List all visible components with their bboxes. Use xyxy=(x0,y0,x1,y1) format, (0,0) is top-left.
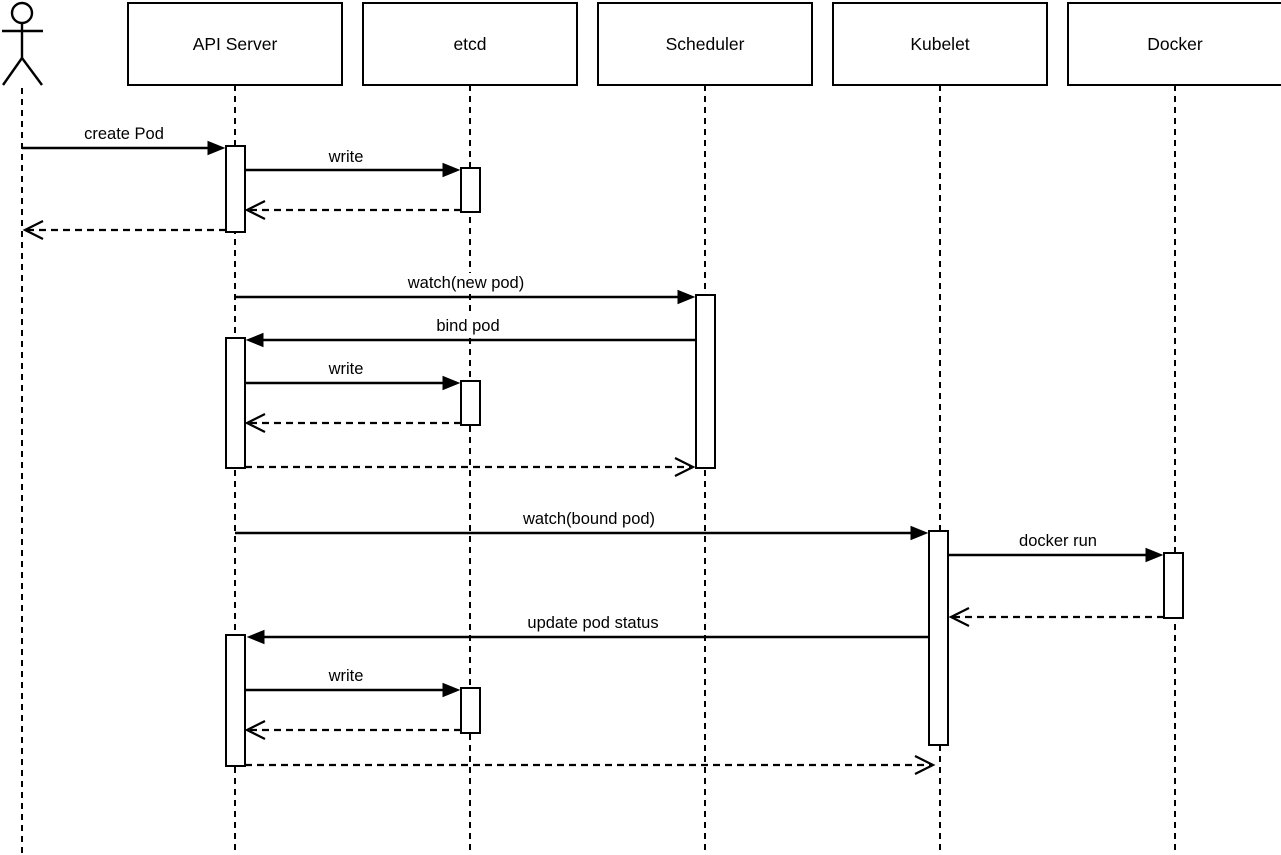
message-label-watch-new-pod: watch(new pod) xyxy=(407,274,524,292)
message-arrowhead-watch-bound-pod xyxy=(910,525,929,541)
message-label-write-1: write xyxy=(328,148,364,166)
message-label-docker-run: docker run xyxy=(1019,532,1097,550)
participant-label-api-server: API Server xyxy=(193,34,278,54)
message-label-bg-write-1 xyxy=(325,147,366,167)
actor-figure-user xyxy=(2,1,43,86)
activation-bar-docker-1 xyxy=(1163,552,1184,619)
message-arrowhead-return-docker-run xyxy=(948,607,970,627)
message-arrowhead-return-write-3 xyxy=(244,720,266,740)
activation-bar-etcd-3 xyxy=(460,687,481,734)
message-arrowhead-return-bind-pod xyxy=(674,457,696,477)
message-arrowhead-watch-new-pod xyxy=(677,289,696,305)
message-arrowhead-bind-pod xyxy=(245,332,264,348)
actor-leg-left xyxy=(2,57,23,86)
message-label-bg-watch-bound-pod xyxy=(519,509,658,529)
message-label-bg-update-pod-status xyxy=(525,613,661,633)
message-label-watch-bound-pod: watch(bound pod) xyxy=(522,510,655,528)
message-arrowhead-docker-run xyxy=(1145,547,1164,563)
message-label-write-3: write xyxy=(328,667,364,685)
message-label-update-pod-status: update pod status xyxy=(527,614,658,632)
message-label-bg-watch-new-pod xyxy=(404,273,527,293)
participant-box-etcd xyxy=(362,2,578,86)
message-label-bg-write-2 xyxy=(325,359,366,379)
message-arrowhead-write-2 xyxy=(442,375,461,391)
activation-bar-scheduler-1 xyxy=(695,294,716,469)
participant-label-docker: Docker xyxy=(1147,34,1203,54)
participant-box-kubelet xyxy=(832,2,1048,86)
activation-bar-api-3 xyxy=(225,634,246,767)
activation-bar-api-2 xyxy=(225,337,246,469)
message-arrowhead-return-create-pod xyxy=(22,220,44,240)
message-label-bg-write-3 xyxy=(325,666,366,686)
activation-bar-kubelet-1 xyxy=(928,530,949,746)
message-arrowhead-write-1 xyxy=(442,162,461,178)
actor-head xyxy=(10,1,34,25)
message-label-create-pod: create Pod xyxy=(84,125,164,143)
message-label-bg-create-pod xyxy=(82,124,166,144)
participant-box-docker xyxy=(1067,2,1281,86)
participant-label-scheduler: Scheduler xyxy=(666,34,745,54)
participant-box-api-server xyxy=(127,2,343,86)
message-label-bg-docker-run xyxy=(1017,531,1099,551)
message-arrowhead-write-3 xyxy=(442,682,461,698)
message-arrowhead-return-write-2 xyxy=(244,413,266,433)
activation-bar-etcd-1 xyxy=(460,167,481,213)
message-arrowhead-return-update xyxy=(914,755,936,775)
activation-bar-etcd-2 xyxy=(460,380,481,426)
participant-box-scheduler xyxy=(597,2,813,86)
message-label-write-2: write xyxy=(328,360,364,378)
participant-label-kubelet: Kubelet xyxy=(910,34,969,54)
message-label-bind-pod: bind pod xyxy=(436,317,499,335)
message-arrowhead-update-pod-status xyxy=(246,629,265,645)
message-arrowhead-create-pod xyxy=(207,140,226,156)
message-arrowhead-return-write-1 xyxy=(244,200,266,220)
message-label-bg-bind-pod xyxy=(434,316,502,336)
activation-bar-api-1 xyxy=(225,145,246,233)
actor-leg-right xyxy=(21,57,43,86)
participant-label-etcd: etcd xyxy=(453,34,486,54)
